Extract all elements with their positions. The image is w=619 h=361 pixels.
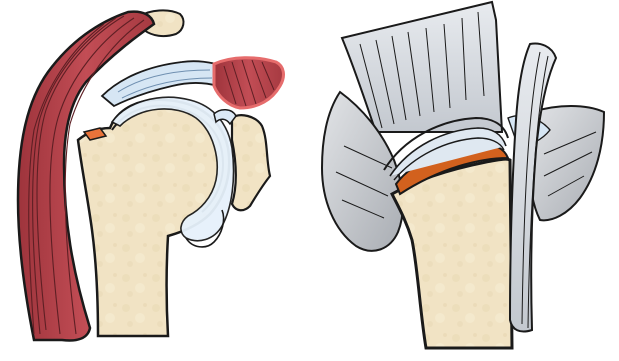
right-panel	[322, 2, 604, 348]
left-panel	[18, 10, 283, 340]
glenoid	[232, 115, 270, 210]
supraspinatus-muscle	[214, 58, 283, 108]
